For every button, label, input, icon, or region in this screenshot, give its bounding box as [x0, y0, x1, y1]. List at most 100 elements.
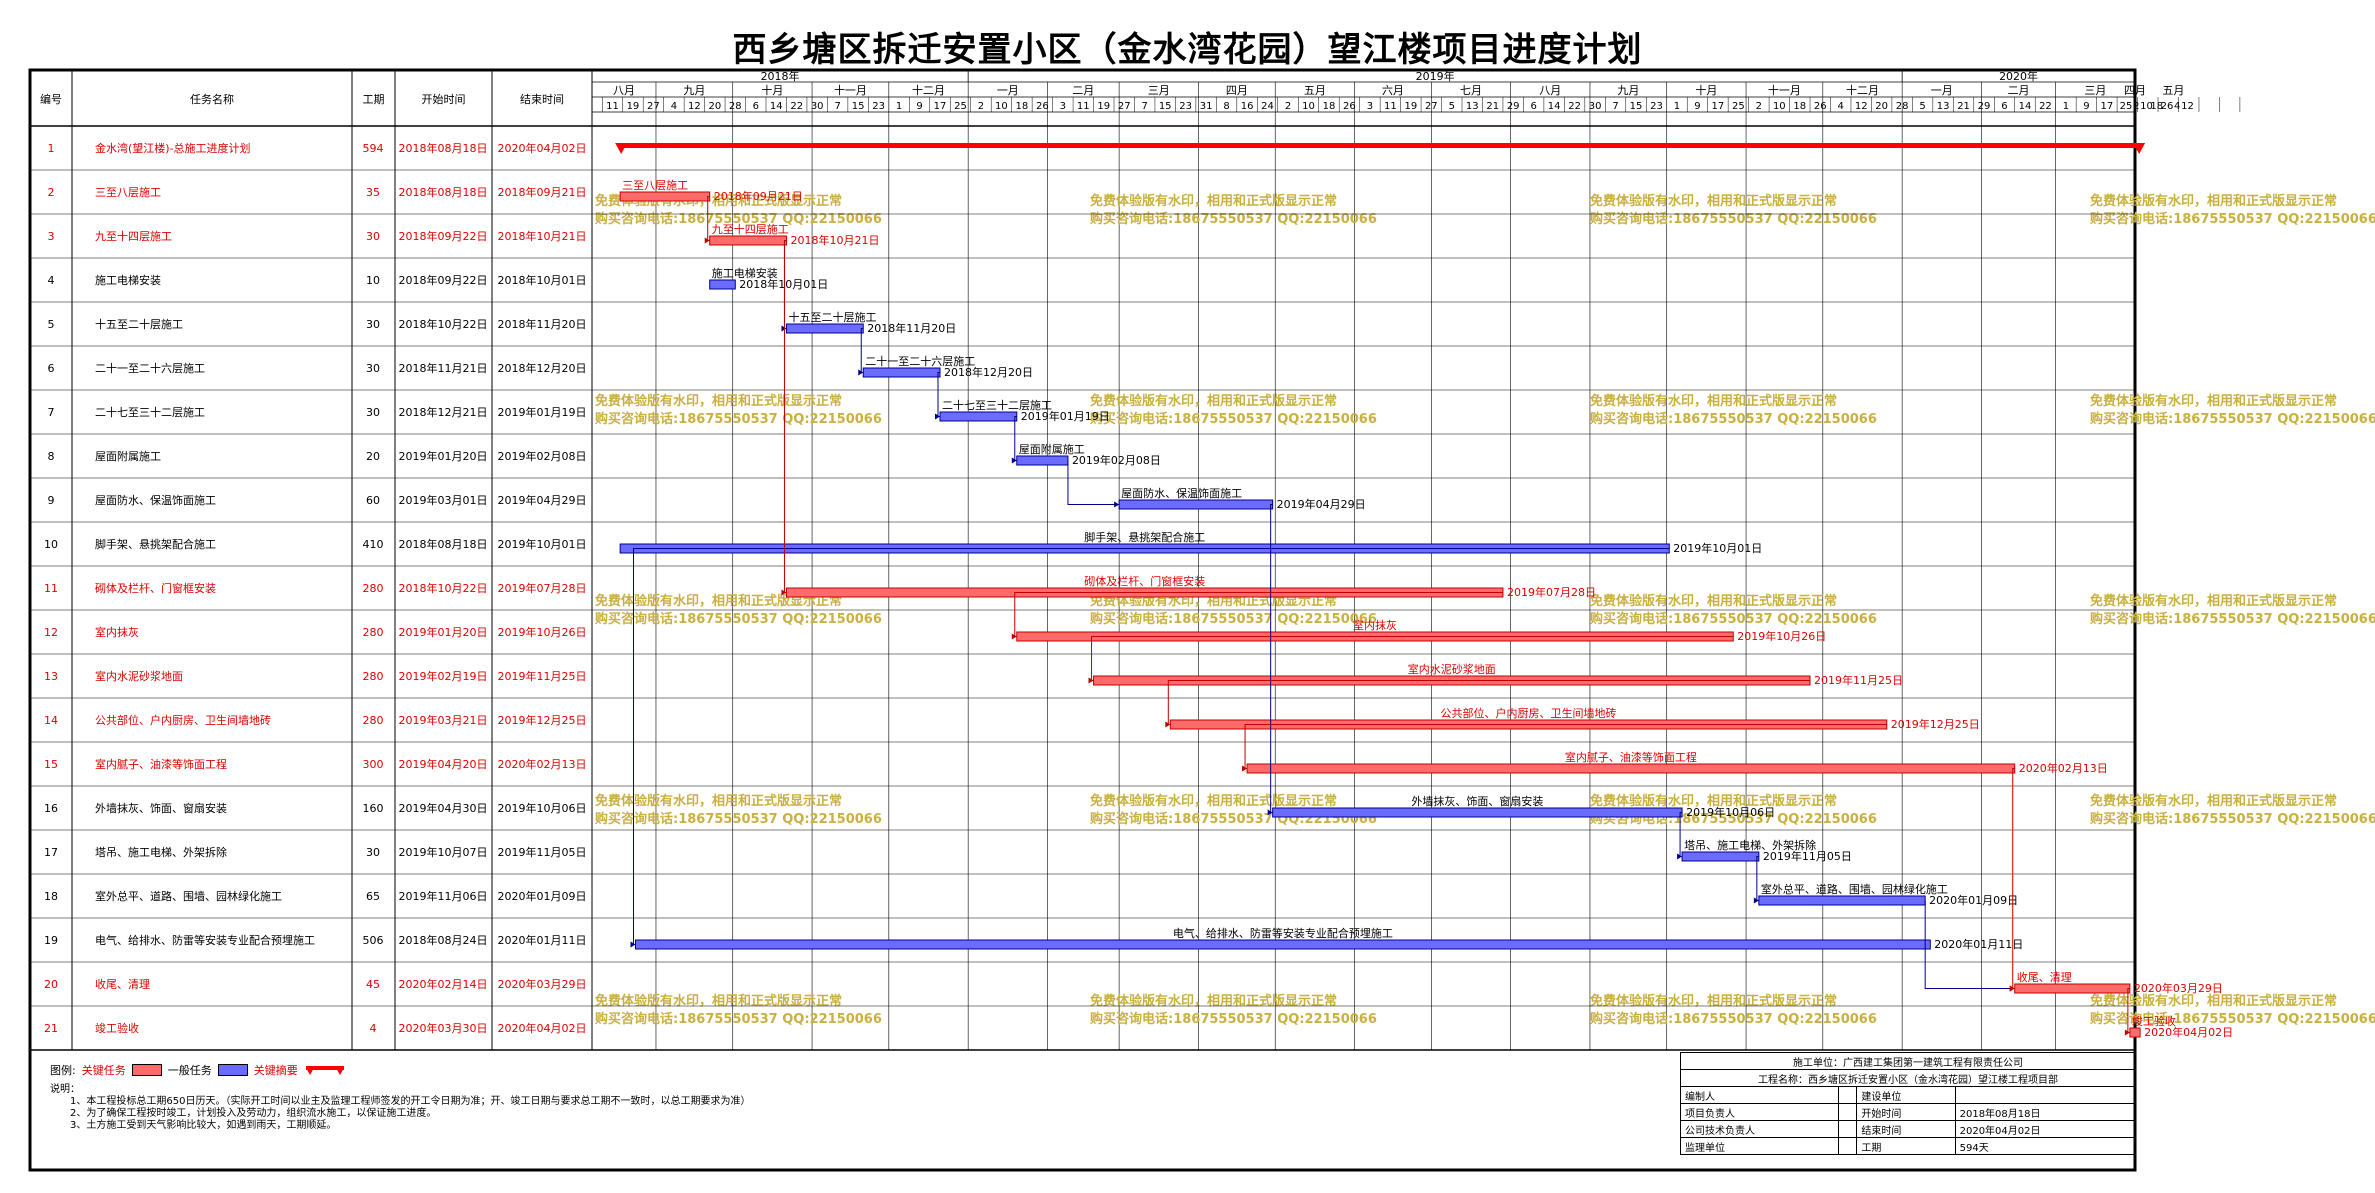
day-tick-label: 14 — [1548, 101, 1561, 112]
task-start: 2018年10月22日 — [399, 581, 488, 595]
page-title: 西乡塘区拆迁安置小区（金水湾花园）望江楼项目进度计划 — [732, 30, 1643, 70]
dependency-arrow — [1677, 853, 1683, 860]
task-name: 九至十四层施工 — [95, 229, 172, 243]
header-id: 编号 — [40, 92, 62, 106]
task-id: 14 — [44, 714, 58, 727]
day-tick-label: 14 — [770, 101, 783, 112]
day-tick-label: 4 — [1838, 101, 1844, 112]
task-bar — [709, 235, 787, 246]
task-bar-label: 竣工验收 — [2132, 1014, 2176, 1028]
task-end: 2019年01月19日 — [498, 405, 587, 419]
task-bar-label: 室内腻子、油漆等饰面工程 — [1565, 750, 1697, 764]
task-end: 2019年10月06日 — [498, 801, 587, 815]
note-item: 3、土方施工受到天气影响比较大，如遇到雨天，工期顺延。 — [70, 1120, 337, 1131]
task-end-label: 2020年02月13日 — [2019, 761, 2108, 775]
task-bar — [1272, 807, 1683, 818]
task-start: 2018年10月22日 — [399, 317, 488, 331]
day-tick-label: 22 — [1568, 101, 1581, 112]
note-item: 2、为了确保工程按时竣工，计划投入及劳动力，组织流水施工，以保证施工进度。 — [70, 1108, 437, 1119]
task-end: 2019年10月26日 — [498, 625, 587, 639]
dependency-arrow — [1165, 721, 1171, 728]
tb-end-label: 结束时间 — [1856, 1120, 1956, 1138]
day-tick-label: 17 — [934, 101, 947, 112]
task-end-label: 2018年11月20日 — [867, 321, 956, 335]
watermark-line2: 购买咨询电话:18675550537 QQ:22150066 — [1590, 1011, 1877, 1027]
day-tick-label: 27 — [1118, 101, 1131, 112]
watermark-line1: 免费体验版有水印，相用和正式版显示正常 — [2090, 193, 2337, 209]
tb-supervisor: 监理单位 — [1679, 1137, 1840, 1155]
task-name: 施工电梯安装 — [95, 273, 161, 287]
legend: 图例: 关键任务 一般任务 关键摘要 — [50, 1062, 346, 1078]
month-label: 九月 — [683, 84, 705, 97]
day-tick-label: 30 — [1589, 101, 1602, 112]
tb-dur-value: 594天 — [1954, 1137, 2137, 1155]
day-tick-label: 11 — [606, 101, 619, 112]
task-duration: 20 — [366, 450, 380, 463]
legend-summary-swatch — [305, 1066, 344, 1075]
task-bar-label: 室内水泥砂浆地面 — [1408, 662, 1496, 676]
task-bar — [635, 939, 1931, 950]
task-name: 公共部位、户内厨房、卫生间墙地砖 — [95, 713, 271, 727]
task-start: 2018年08月18日 — [399, 537, 488, 551]
task-id: 17 — [44, 846, 58, 859]
task-bar — [619, 191, 711, 202]
task-start: 2018年08月24日 — [399, 933, 488, 947]
dependency-arrow — [1114, 501, 1120, 508]
tb-dur-label: 工期 — [1856, 1137, 1956, 1155]
watermark-line2: 购买咨询电话:18675550537 QQ:22150066 — [1590, 611, 1877, 627]
task-bar — [785, 323, 864, 334]
watermark-line1: 免费体验版有水印，相用和正式版显示正常 — [595, 793, 842, 809]
task-name: 竣工验收 — [95, 1021, 139, 1035]
tb-end-value: 2020年04月02日 — [1954, 1120, 2137, 1138]
task-bar — [2129, 1027, 2141, 1038]
day-tick-label: 26 — [1814, 101, 1827, 112]
day-tick-label: 5 — [1449, 101, 1455, 112]
month-label: 十二月 — [1846, 83, 1879, 97]
task-name: 二十七至三十二层施工 — [95, 405, 205, 419]
day-tick-label: 8 — [1223, 101, 1229, 112]
task-bar-label: 外墙抹灰、饰面、窗扇安装 — [1411, 794, 1543, 808]
task-bar-label: 二十一至二十六层施工 — [865, 354, 975, 368]
day-tick-label: 10 — [995, 101, 1008, 112]
watermark-line1: 免费体验版有水印，相用和正式版显示正常 — [595, 993, 842, 1009]
task-start: 2018年11月21日 — [399, 361, 488, 375]
task-start: 2019年03月21日 — [399, 713, 488, 727]
day-tick-label: 27 — [1425, 101, 1438, 112]
day-tick-label: 13 — [1937, 101, 1950, 112]
day-tick-label: 22 — [790, 101, 803, 112]
task-end-label: 2019年11月05日 — [1763, 849, 1852, 863]
task-name: 室内水泥砂浆地面 — [95, 669, 183, 683]
header-end: 结束时间 — [520, 93, 564, 106]
month-label: 七月 — [1460, 84, 1482, 97]
month-label: 三月 — [1148, 84, 1170, 97]
day-tick-label: 7 — [1612, 101, 1618, 112]
day-tick-label: 6 — [1530, 101, 1536, 112]
task-name: 砌体及栏杆、门窗框安装 — [95, 581, 216, 595]
day-tick-label: 14 — [2019, 101, 2032, 112]
task-duration: 506 — [363, 934, 384, 947]
dependency-arrow — [858, 369, 864, 376]
month-label: 五月 — [1304, 84, 1326, 97]
summary-bar — [620, 143, 2141, 148]
dependency-arrow — [1242, 765, 1248, 772]
task-bar — [1758, 895, 1926, 906]
task-bar — [862, 367, 941, 378]
task-id: 15 — [44, 758, 58, 771]
task-bar — [1016, 455, 1069, 466]
task-duration: 30 — [366, 362, 380, 375]
task-end-label: 2019年10月26日 — [1737, 629, 1826, 643]
month-label: 二月 — [1072, 84, 1094, 97]
day-tick-label: 12 — [1855, 101, 1868, 112]
month-label: 十月 — [1695, 83, 1717, 97]
day-tick-label: 9 — [1694, 101, 1700, 112]
day-tick-label: 28 — [729, 101, 742, 112]
day-tick-label: 10 — [2140, 101, 2153, 112]
task-name: 屋面防水、保温饰面施工 — [95, 493, 216, 507]
task-duration: 35 — [366, 186, 380, 199]
task-id: 12 — [44, 626, 58, 639]
task-end: 2019年02月08日 — [498, 449, 587, 463]
month-label: 三月 — [2084, 84, 2106, 97]
task-bar-label: 砌体及栏杆、门窗框安装 — [1084, 574, 1205, 588]
day-tick-label: 23 — [872, 101, 885, 112]
day-tick-label: 11 — [1384, 101, 1397, 112]
